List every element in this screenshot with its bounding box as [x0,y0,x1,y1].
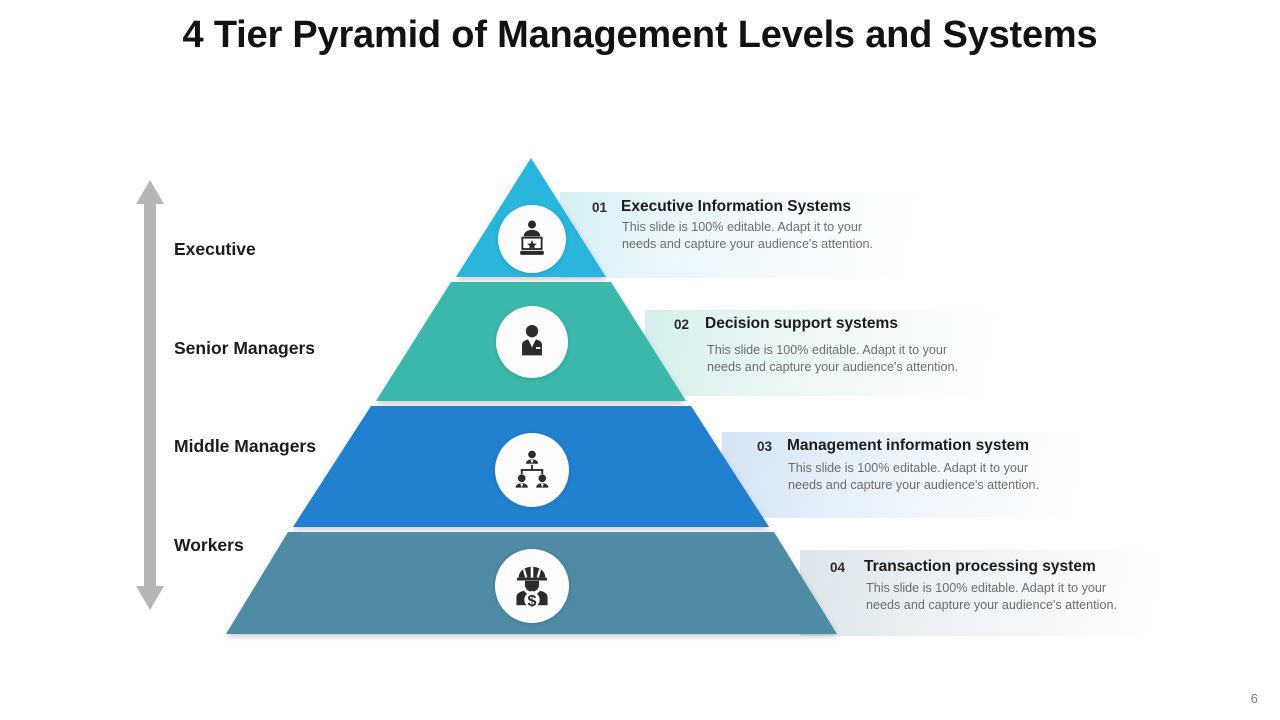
worker-hardhat-dollar-icon: $ [516,566,548,608]
level-label-executive: Executive [174,239,256,259]
tier-heading-2: Decision support systems [705,315,898,332]
tier-body-3: This slide is 100% editable. Adapt it to… [788,461,1039,492]
level-label-middle-managers: Middle Managers [174,436,316,456]
tier-4-icon-badge[interactable]: $ [495,549,569,623]
tier-number-1: 01 [592,200,608,215]
tier-number-2: 02 [674,317,690,332]
tier-heading-4: Transaction processing system [864,558,1096,575]
level-label-senior-managers: Senior Managers [174,338,316,358]
page-title: 4 Tier Pyramid of Management Levels and … [182,14,1098,56]
tier-panel-1 [560,192,915,278]
tier-body-4: This slide is 100% editable. Adapt it to… [866,581,1117,612]
org-chart-hierarchy-icon [515,450,549,488]
level-label-workers: Workers [174,535,244,555]
page-number: 6 [1250,691,1258,706]
vertical-double-arrow-icon [136,180,164,610]
tier-heading-1: Executive Information Systems [621,198,851,215]
tier-panel-4 [800,550,1155,636]
svg-text:$: $ [528,592,537,608]
tier-2-icon-badge[interactable] [496,306,568,378]
tier-body-2: This slide is 100% editable. Adapt it to… [707,343,958,374]
tier-3-icon-badge[interactable] [495,433,569,507]
tier-number-4: 04 [830,560,846,575]
speaker-podium-star-icon [520,220,544,255]
tier-body-1: This slide is 100% editable. Adapt it to… [622,220,873,251]
tier-panel-3 [722,432,1077,518]
tier-panel-2 [645,310,995,396]
businessman-suit-icon [522,325,542,356]
tier-heading-3: Management information system [787,437,1030,454]
tier-number-3: 03 [757,439,773,454]
tier-1-icon-badge[interactable] [498,205,566,273]
